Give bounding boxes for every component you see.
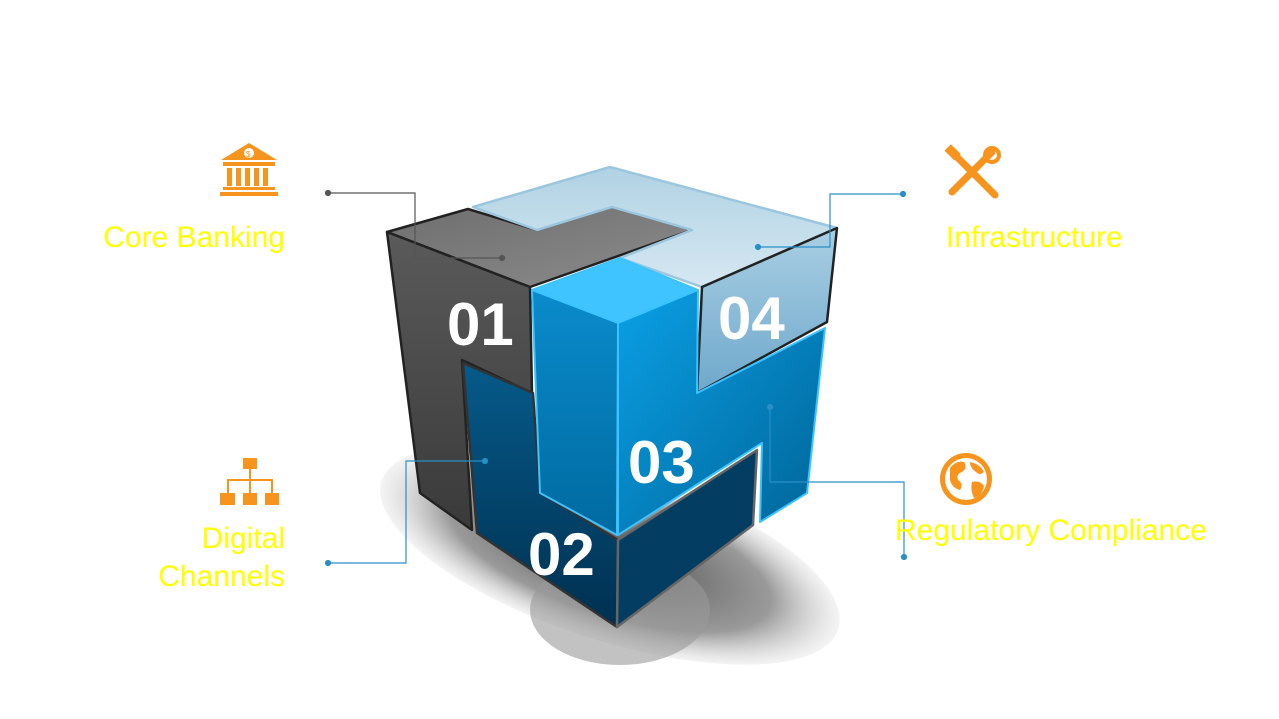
tools-icon bbox=[944, 144, 1001, 199]
connector-regulatory-compliance bbox=[766, 403, 908, 561]
label-digital-channels-line1: Digital bbox=[201, 522, 285, 555]
piece-02 bbox=[461, 361, 759, 629]
globe-icon bbox=[940, 453, 992, 505]
piece-04 bbox=[471, 165, 839, 395]
label-digital-channels-line2: Channels bbox=[158, 560, 285, 593]
connector-core-banking bbox=[324, 189, 506, 262]
svg-text:$: $ bbox=[246, 150, 251, 159]
bank-icon: $ bbox=[220, 143, 278, 196]
connector-digital-channels bbox=[324, 457, 489, 567]
label-regulatory-compliance: Regulatory Compliance bbox=[895, 514, 1207, 547]
segment-number-02: 02 bbox=[528, 521, 595, 588]
segment-number-03: 03 bbox=[628, 429, 695, 496]
connector-infrastructure bbox=[754, 190, 907, 251]
segment-number-01: 01 bbox=[447, 291, 514, 358]
label-infrastructure: Infrastructure bbox=[946, 221, 1123, 254]
org-chart-icon bbox=[220, 458, 279, 505]
piece-03 bbox=[531, 257, 826, 536]
label-core-banking: Core Banking bbox=[103, 221, 285, 254]
piece-01 bbox=[385, 205, 694, 532]
segment-number-04: 04 bbox=[718, 285, 785, 352]
